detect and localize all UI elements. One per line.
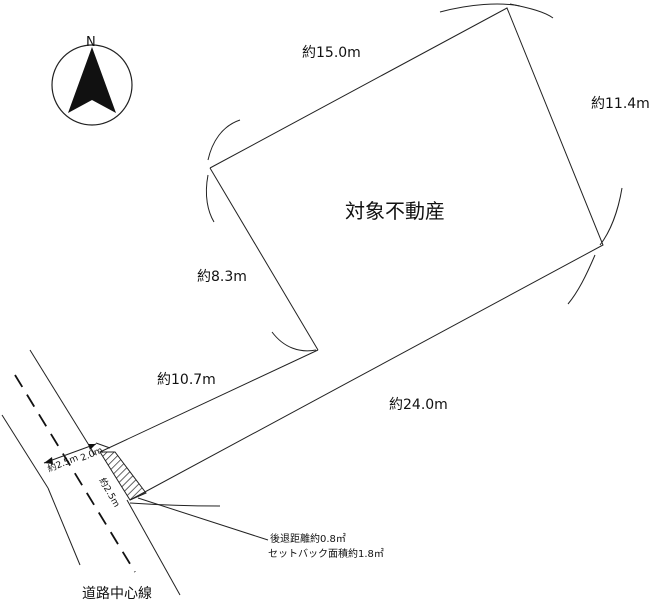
road-edge-lower [126, 499, 181, 596]
setback-depth-dimension [95, 442, 111, 449]
side-right-length: 約11.4m [591, 96, 650, 112]
property-outline [99, 7, 604, 501]
corner-arcs [129, 3, 623, 507]
property-label: 対象不動産 [345, 199, 445, 223]
setback-hatched-area [99, 451, 147, 501]
road-edge-outer-lower [47, 487, 81, 566]
side-left-upper-length: 約8.3m [197, 269, 247, 285]
road-centerline-label: 道路中心線 [82, 586, 152, 602]
north-label: N [86, 35, 96, 50]
road-edge-outer [1, 414, 49, 489]
road-edge-upper [29, 349, 96, 456]
north-compass-icon: N [51, 35, 133, 126]
side-top-length: 約15.0m [302, 45, 361, 61]
side-left-lower-length: 約10.7m [157, 372, 216, 388]
setback-area-note: セットバック面積約1.8㎡ [268, 547, 384, 560]
notes-leader-line [137, 497, 269, 541]
road-centerline [14, 374, 136, 573]
road-width-dimension [43, 443, 97, 464]
setback-distance-note: 後退距離約0.8㎡ [270, 532, 346, 545]
side-bottom-length: 約24.0m [389, 397, 448, 413]
road [1, 349, 181, 596]
